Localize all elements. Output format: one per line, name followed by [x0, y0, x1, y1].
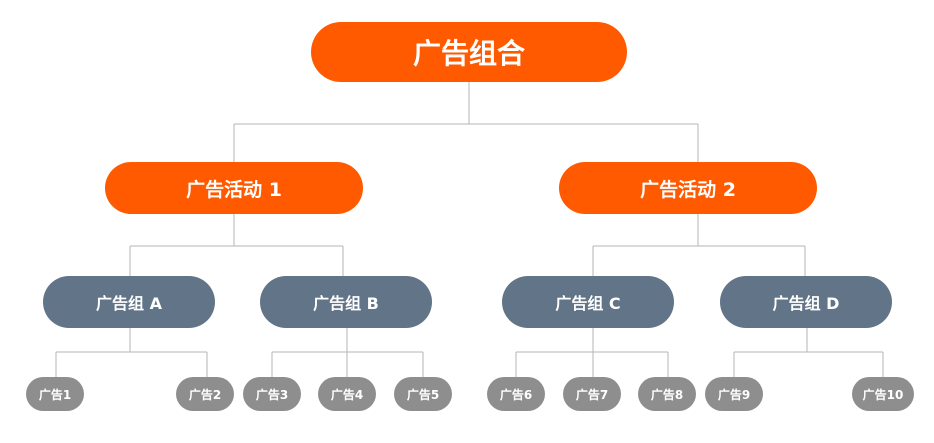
ad-label: 广告3	[255, 387, 289, 402]
campaign-node-2: 广告活动 2	[559, 162, 817, 214]
ad-group-label: 广告组 A	[96, 294, 162, 313]
campaign-label: 广告活动 2	[640, 178, 736, 201]
ad-node-8: 广告8	[638, 377, 696, 411]
campaign-label: 广告活动 1	[186, 178, 282, 201]
ad-group-node-b: 广告组 B	[260, 276, 432, 328]
ad-node-2: 广告2	[176, 377, 234, 411]
ad-label: 广告7	[575, 387, 609, 402]
ad-label: 广告6	[499, 387, 533, 402]
ad-label: 广告5	[406, 387, 440, 402]
ad-node-5: 广告5	[394, 377, 452, 411]
ad-node-9: 广告9	[705, 377, 763, 411]
campaign-node-1: 广告活动 1	[105, 162, 363, 214]
ad-group-label: 广告组 B	[313, 294, 379, 313]
ad-label: 广告4	[330, 387, 364, 402]
ad-node-6: 广告6	[487, 377, 545, 411]
ad-node-7: 广告7	[563, 377, 621, 411]
ad-label: 广告9	[717, 387, 751, 402]
ad-group-node-d: 广告组 D	[720, 276, 892, 328]
ad-group-label: 广告组 D	[772, 294, 840, 313]
portfolio-label: 广告组合	[412, 37, 525, 70]
ad-node-10: 广告10	[852, 377, 914, 411]
ad-label: 广告8	[650, 387, 684, 402]
ad-label: 广告1	[38, 387, 72, 402]
ad-node-4: 广告4	[318, 377, 376, 411]
ad-group-label: 广告组 C	[555, 294, 621, 313]
portfolio-node: 广告组合	[311, 22, 627, 82]
ad-node-3: 广告3	[243, 377, 301, 411]
ad-group-node-c: 广告组 C	[502, 276, 674, 328]
ad-node-1: 广告1	[26, 377, 84, 411]
ad-label: 广告10	[862, 387, 904, 402]
ad-label: 广告2	[188, 387, 222, 402]
ad-group-node-a: 广告组 A	[43, 276, 215, 328]
